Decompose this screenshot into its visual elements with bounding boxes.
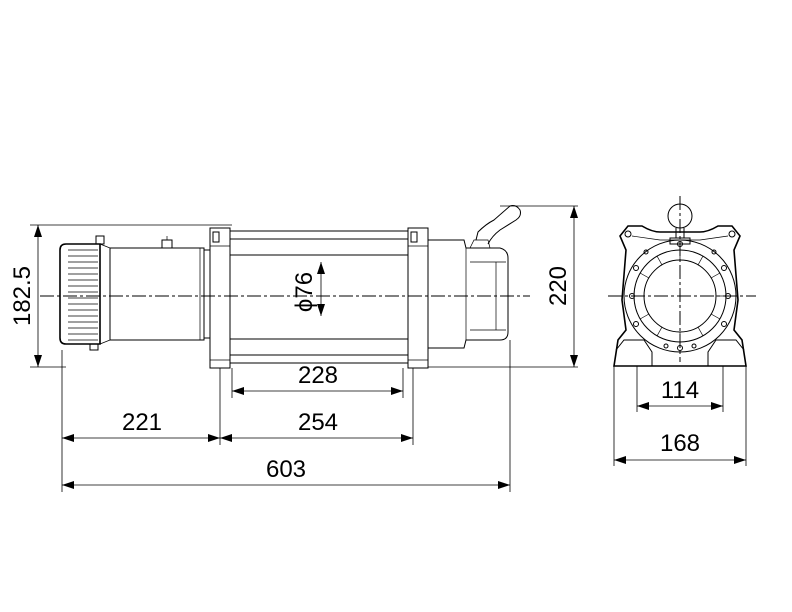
motor-housing bbox=[109, 236, 211, 341]
end-bolts bbox=[629, 241, 731, 351]
dim-254 bbox=[220, 434, 413, 442]
end-gear-teeth bbox=[634, 250, 726, 342]
end-view: 114 168 bbox=[608, 196, 756, 466]
gearbox-housing bbox=[427, 205, 521, 349]
dim-182-5 bbox=[34, 225, 42, 367]
label-221: 221 bbox=[122, 409, 162, 436]
drum-diameter-marker bbox=[317, 262, 325, 316]
dim-228 bbox=[232, 387, 403, 395]
clutch-lever bbox=[475, 205, 521, 245]
end-extension-lines bbox=[613, 366, 747, 466]
label-228: 228 bbox=[298, 362, 338, 389]
label-254: 254 bbox=[298, 409, 338, 436]
motor-end-cap bbox=[59, 235, 111, 351]
dim-168 bbox=[614, 456, 746, 464]
right-bracket bbox=[407, 227, 429, 369]
dim-603 bbox=[62, 481, 510, 489]
label-drum-diameter: ϕ76 bbox=[291, 272, 318, 312]
side-view: 182.5 ϕ76 220 228 221 254 603 bbox=[9, 205, 578, 492]
end-feet bbox=[615, 339, 745, 366]
side-extension-lines bbox=[30, 205, 578, 492]
label-182-5: 182.5 bbox=[9, 266, 36, 326]
label-603: 603 bbox=[266, 456, 306, 483]
left-bracket bbox=[209, 227, 231, 369]
label-220: 220 bbox=[545, 266, 572, 306]
dim-220 bbox=[570, 206, 578, 367]
label-168: 168 bbox=[660, 430, 700, 457]
dim-114 bbox=[637, 402, 723, 410]
drum bbox=[229, 230, 409, 364]
label-114: 114 bbox=[661, 377, 699, 404]
end-flange-outer bbox=[623, 239, 737, 353]
dim-221 bbox=[62, 434, 220, 442]
